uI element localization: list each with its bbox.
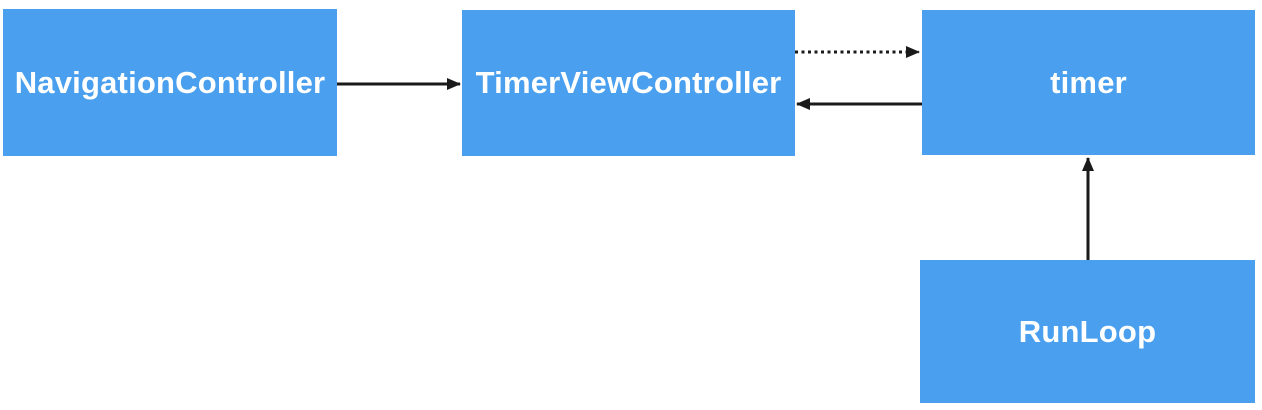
node-timer: timer [922, 10, 1255, 155]
node-runloop: RunLoop [920, 260, 1255, 403]
node-navigationcontroller-label: NavigationController [14, 64, 326, 100]
node-navigationcontroller: NavigationController [3, 9, 337, 156]
node-timerviewcontroller: TimerViewController [462, 10, 795, 156]
node-timerviewcontroller-label: TimerViewController [475, 65, 782, 100]
node-runloop-label: RunLoop [1018, 313, 1157, 349]
node-timer-label: timer [1050, 64, 1127, 100]
